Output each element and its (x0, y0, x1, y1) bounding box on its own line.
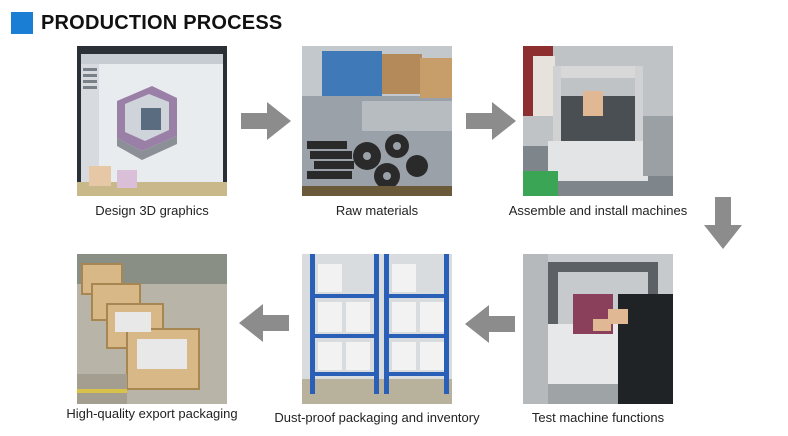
arrow-left-icon (465, 305, 515, 343)
step-caption-inventory: Dust-proof packaging and inventory (274, 410, 480, 425)
step-photo-export (77, 254, 227, 404)
step-photo-design-3d (77, 46, 227, 196)
step-caption-export: High-quality export packaging (66, 406, 238, 421)
step-caption-raw-materials: Raw materials (335, 203, 419, 218)
section-header: PRODUCTION PROCESS (11, 10, 282, 36)
arrow-right-icon (466, 102, 516, 140)
page-title: PRODUCTION PROCESS (41, 11, 283, 34)
arrow-down-icon (704, 197, 742, 249)
step-photo-inventory (302, 254, 452, 404)
step-caption-design-3d: Design 3D graphics (95, 203, 209, 218)
arrow-left-icon (239, 304, 289, 342)
step-photo-test (523, 254, 673, 404)
step-photo-assemble (523, 46, 673, 196)
step-caption-assemble: Assemble and install machines (508, 203, 688, 218)
arrow-right-icon (241, 102, 291, 140)
step-photo-raw-materials (302, 46, 452, 196)
step-caption-test: Test machine functions (531, 410, 665, 425)
header-square-icon (11, 12, 33, 34)
